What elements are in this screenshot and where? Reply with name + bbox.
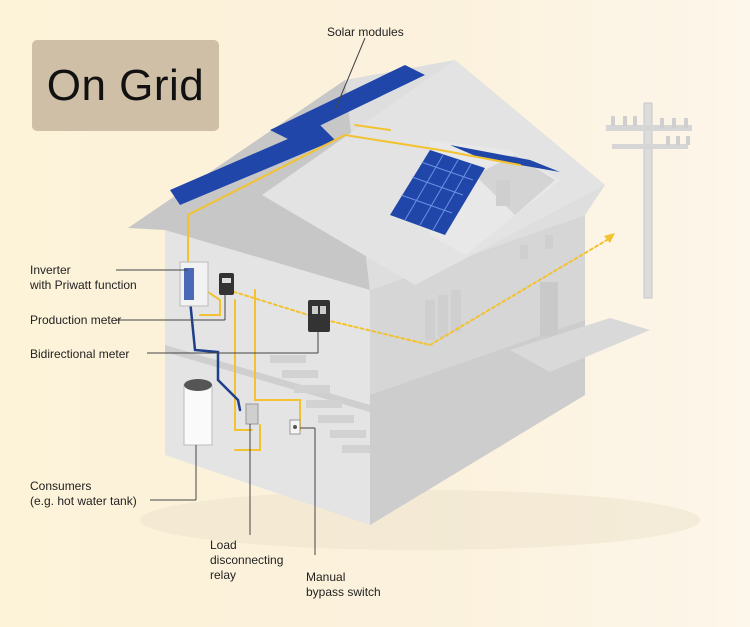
- door: [540, 282, 558, 336]
- label-solar-modules: Solar modules: [327, 25, 404, 39]
- label-load-relay: Load disconnecting relay: [210, 538, 284, 582]
- page-title: On Grid: [46, 60, 205, 110]
- leader-lines: [116, 37, 366, 555]
- bypass-switch-device: [289, 419, 301, 435]
- stairs: [270, 355, 370, 453]
- hot-water-tank: [183, 379, 213, 446]
- wiring: [187, 124, 615, 451]
- solar-panel: [170, 65, 560, 235]
- production-meter-device: [219, 273, 234, 295]
- label-production-meter: Production meter: [30, 313, 122, 327]
- label-bypass-switch: Manual bypass switch: [306, 570, 381, 599]
- inverter-device: [179, 261, 209, 307]
- label-consumers: Consumers (e.g. hot water tank): [30, 479, 137, 508]
- bidirectional-meter-device: [308, 300, 330, 332]
- utility-pole: [606, 102, 692, 299]
- window: [425, 290, 461, 340]
- label-bidirectional-meter: Bidirectional meter: [30, 347, 130, 361]
- relay-device: [245, 403, 259, 425]
- title-badge: On Grid: [32, 40, 219, 131]
- ground-shadow: [140, 490, 700, 550]
- label-inverter: Inverter with Priwatt function: [30, 263, 137, 292]
